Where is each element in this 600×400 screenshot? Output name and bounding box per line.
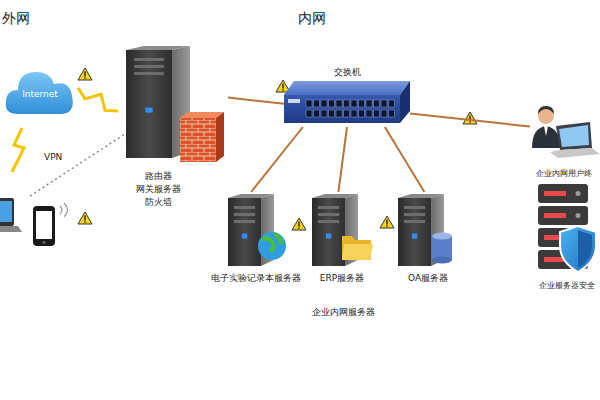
wireless-link: [78, 88, 118, 111]
erp-server: ERP服务器: [306, 192, 378, 285]
node-label: 路由器 网关服务器 防火墙: [132, 170, 184, 209]
zone-heading: 外网: [2, 10, 30, 27]
security-server: 企业服务器安全: [536, 182, 598, 291]
user-terminal: 企业内网用户终: [530, 104, 598, 179]
zone-heading: 内网: [298, 10, 326, 27]
group-label: VPN: [44, 151, 62, 163]
router-firewall: 路由器 网关服务器 防火墙: [118, 40, 228, 209]
internet-cloud: Internet: [2, 66, 78, 118]
node-icon: [392, 192, 464, 270]
node-icon: [284, 81, 410, 127]
node-icon: [536, 182, 598, 278]
oa-server: OA服务器: [392, 192, 464, 285]
node-label: 企业服务器安全: [536, 280, 598, 291]
node-label: Internet: [2, 88, 78, 101]
network-cable: [251, 127, 303, 192]
node-label: 电子实验记录本服务器: [208, 272, 304, 285]
network-cable: [338, 127, 347, 192]
network-cable: [385, 127, 425, 192]
network-switch: 交换机: [284, 66, 410, 127]
node-label: OA服务器: [392, 272, 464, 285]
eln-server: 电子实验记录本服务器: [208, 192, 304, 285]
node-label: 交换机: [284, 66, 410, 79]
node-icon: [306, 192, 378, 270]
node-icon: [118, 40, 228, 168]
node-icon: [530, 104, 600, 166]
network-cable: [410, 114, 530, 127]
node-icon: [220, 192, 292, 270]
network-cable: [228, 97, 284, 103]
node-label: 企业内网用户终: [530, 168, 598, 179]
group-label: 企业内网服务器: [312, 306, 375, 318]
node-label: ERP服务器: [306, 272, 378, 285]
